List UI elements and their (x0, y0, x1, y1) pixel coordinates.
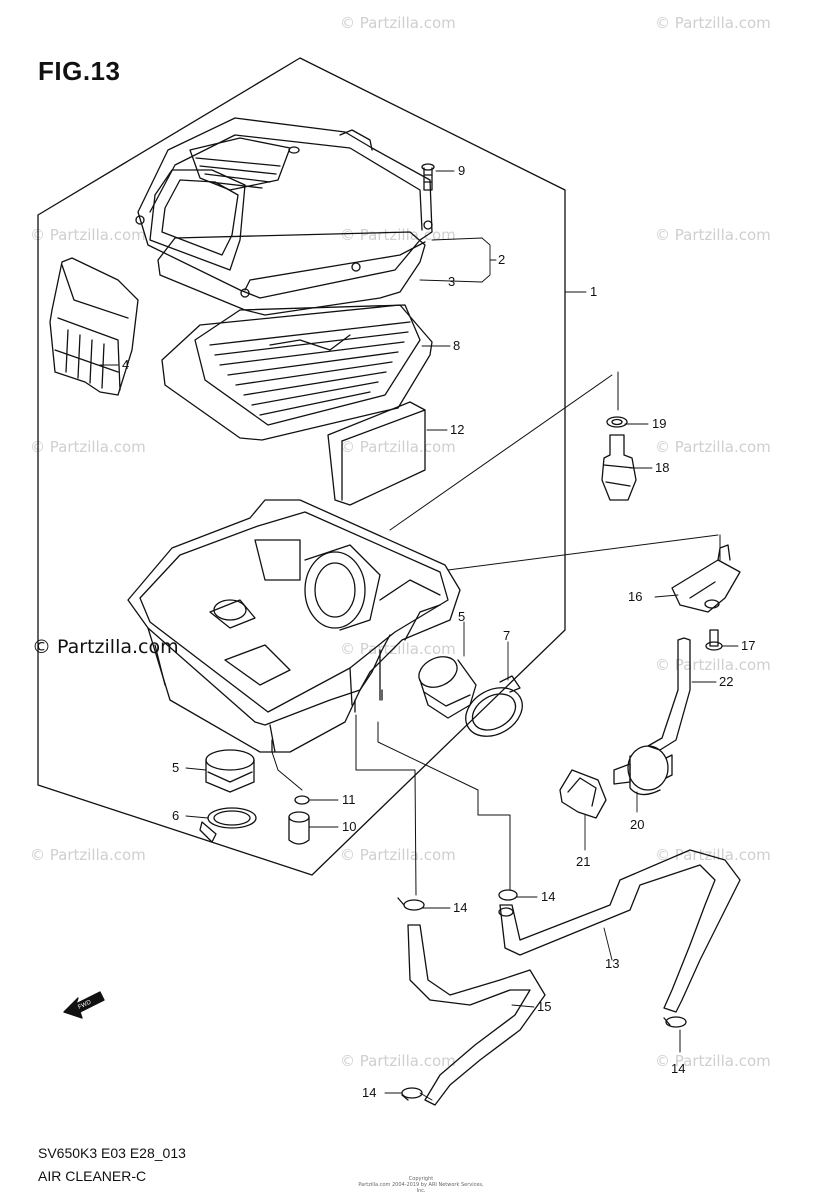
holder-part-21 (559, 769, 607, 819)
watermark: © Partzilla.com (30, 226, 146, 244)
clamp-part-14 (401, 1087, 423, 1101)
callout-label: 7 (503, 628, 511, 643)
clip-part-11 (294, 795, 310, 805)
copyright-line-1: Copyright (408, 1176, 434, 1182)
callout-label: 5 (458, 609, 466, 624)
filter-element-part-8 (161, 304, 433, 441)
watermark: © Partzilla.com (30, 846, 146, 864)
watermark: © Partzilla.com (340, 226, 456, 244)
callout-label: 15 (537, 999, 552, 1014)
hose-part-22 (647, 637, 691, 751)
fwd-label: FWD (77, 999, 93, 1010)
callout-label: 9 (458, 163, 466, 178)
air-cleaner-case (127, 499, 461, 753)
watermark: © Partzilla.com (340, 1052, 456, 1070)
watermark: © Partzilla.com (655, 226, 771, 244)
copyright-notice: Copyright Partzilla.com 2004-2019 by ARI… (356, 1176, 486, 1194)
watermark: © Partzilla.com (655, 14, 771, 32)
callout-label: 22 (719, 674, 734, 689)
callout-label: 2 (498, 252, 506, 267)
callout-label: 13 (605, 956, 620, 971)
callout-label: 14 (453, 900, 468, 915)
watermark: © Partzilla.com (30, 438, 146, 456)
callout-label: 18 (655, 460, 670, 475)
clamp-part-6 (199, 807, 257, 843)
clamp-part-14 (397, 897, 425, 911)
bracket-part-16 (671, 544, 741, 613)
sensor-part-18 (601, 434, 637, 501)
screw-part-9 (421, 163, 435, 191)
watermark: © Partzilla.com (655, 846, 771, 864)
callout-label: 5 (172, 760, 180, 775)
callout-label: 17 (741, 638, 756, 653)
air-cleaner-cap (135, 117, 433, 299)
callout-label: 14 (671, 1061, 686, 1076)
outlet-tube-part-5-left (205, 749, 255, 793)
filter-part-20 (613, 745, 673, 796)
watermark: © Partzilla.com (655, 656, 771, 674)
callout-label: 11 (342, 792, 356, 807)
hose-part-13 (499, 849, 741, 1013)
callout-label: 4 (122, 357, 130, 372)
watermark: © Partzilla.com (655, 438, 771, 456)
assembly-boundary (37, 57, 566, 876)
clamp-part-14 (663, 1016, 687, 1028)
hose-part-15 (407, 924, 546, 1106)
clamp-part-14 (498, 889, 518, 917)
watermark: © Partzilla.com (340, 438, 456, 456)
watermark: © Partzilla.com (340, 14, 456, 32)
callout-label: 14 (541, 889, 556, 904)
section-name: AIR CLEANER-C (38, 1168, 147, 1184)
clamp-part-7 (465, 675, 523, 737)
callout-label: 19 (652, 416, 667, 431)
fwd-arrow-icon: FWD (63, 991, 105, 1019)
callout-label: 8 (453, 338, 461, 353)
watermark: © Partzilla.com (655, 1052, 771, 1070)
watermark-prominent: © Partzilla.com (32, 636, 179, 658)
cap-part-10 (288, 811, 310, 845)
sponge-part-12 (327, 401, 426, 506)
callout-label: 1 (590, 284, 598, 299)
callout-label: 12 (450, 422, 465, 437)
callout-label: 3 (448, 274, 456, 289)
intake-duct-part-4 (49, 257, 139, 396)
screw-part-17 (705, 629, 723, 651)
o-ring-part-19 (606, 416, 628, 428)
guide-lines (271, 371, 721, 1101)
watermark: © Partzilla.com (340, 846, 456, 864)
model-code: SV650K3 E03 E28_013 (38, 1145, 186, 1161)
seal-part-3 (157, 231, 426, 316)
callout-label: 21 (576, 854, 591, 869)
callout-label: 10 (342, 819, 357, 834)
callout-label: 6 (172, 808, 180, 823)
callout-label: 20 (630, 817, 645, 832)
callout-label: 16 (628, 589, 643, 604)
copyright-line-2: Partzilla.com 2004-2019 by ARI Network S… (358, 1182, 484, 1194)
outlet-tube-part-5-right (418, 656, 477, 719)
figure-title: FIG.13 (38, 56, 121, 86)
callout-label: 14 (362, 1085, 377, 1100)
leader-lines (99, 170, 739, 1094)
